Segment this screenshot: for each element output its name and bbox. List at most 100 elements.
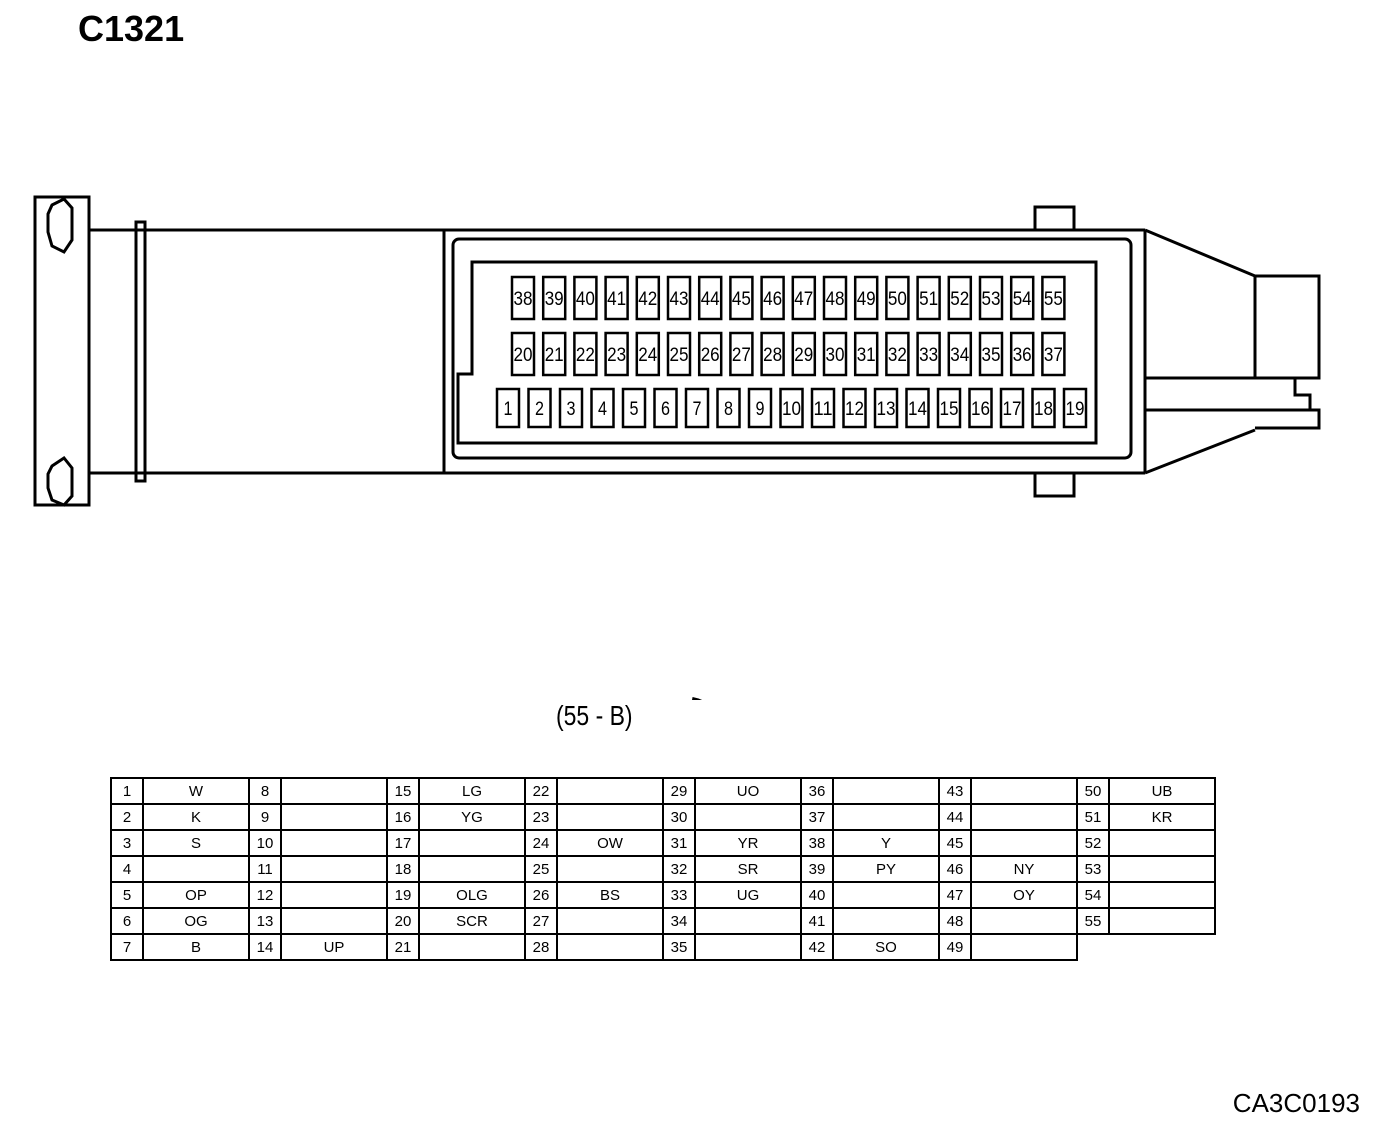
pin-box: [1041, 331, 1066, 377]
pin-49: 49: [853, 275, 879, 321]
wire-color-cell: [280, 855, 388, 883]
wire-color-cell: NY: [970, 855, 1078, 883]
pin-number: 39: [545, 289, 564, 310]
pin-35: 35: [978, 331, 1004, 377]
pin-number: 9: [756, 399, 765, 420]
pin-box: [760, 275, 785, 321]
pin-number: 38: [514, 289, 533, 310]
wire-color-cell: [832, 777, 940, 805]
wire-color-cell: [832, 803, 940, 831]
pin-box: [573, 331, 598, 377]
pin-box: [791, 275, 817, 321]
pin-42: 42: [635, 275, 661, 321]
pin-box: [853, 275, 879, 321]
pin-55: 55: [1041, 275, 1066, 321]
wire-color-cell: [418, 829, 526, 857]
pin-52: 52: [947, 275, 973, 321]
pin-box: [978, 275, 1004, 321]
pin-number-cell: 51: [1076, 803, 1110, 831]
pin-27: 27: [729, 331, 754, 377]
pin-14: 14: [905, 387, 930, 429]
pin-number: 18: [1034, 399, 1053, 420]
pin-number-cell: 20: [386, 907, 420, 935]
connector-title: C1321: [78, 8, 185, 49]
pin-number: 54: [1013, 289, 1032, 310]
pin-13: 13: [873, 387, 899, 429]
pin-number: 40: [576, 289, 595, 310]
pin-box: [729, 331, 754, 377]
pin-number-cell: 32: [662, 855, 696, 883]
pin-number-cell: 7: [110, 933, 144, 961]
pin-17: 17: [999, 387, 1025, 429]
pin-number-cell: 31: [662, 829, 696, 857]
wire-color-cell: [1108, 881, 1216, 909]
pin-number-cell: 54: [1076, 881, 1110, 909]
pin-number: 16: [971, 399, 990, 420]
pin-number: 44: [701, 289, 720, 310]
pin-box: [947, 331, 973, 377]
pin-box: [541, 331, 567, 377]
pin-number-cell: 21: [386, 933, 420, 961]
pin-39: 39: [541, 275, 567, 321]
pin-24: 24: [635, 331, 661, 377]
pin-box: [822, 275, 848, 321]
pin-4: 4: [590, 387, 615, 429]
pin-number-cell: 44: [938, 803, 972, 831]
wire-color-cell: [280, 829, 388, 857]
pin-number-cell: 2: [110, 803, 144, 831]
pin-37: 37: [1041, 331, 1066, 377]
wire-color-cell: Y: [832, 829, 940, 857]
pin-number-cell: 11: [248, 855, 282, 883]
pin-box: [729, 275, 754, 321]
pin-box: [779, 387, 804, 429]
pin-23: 23: [604, 331, 629, 377]
wire-color-cell: YG: [418, 803, 526, 831]
wire-color-cell: [970, 933, 1078, 961]
pin-box: [999, 387, 1025, 429]
pin-number: 37: [1044, 345, 1063, 366]
pin-number-cell: 14: [248, 933, 282, 961]
pin-number-cell: 12: [248, 881, 282, 909]
pin-11: 11: [810, 387, 836, 429]
pin-number-cell: 36: [800, 777, 834, 805]
pin-25: 25: [666, 331, 692, 377]
pin-box: [666, 331, 692, 377]
pin-box: [697, 275, 723, 321]
lock-tab-bottom: [1033, 473, 1076, 498]
pin-box: [604, 275, 629, 321]
connector-flange: [134, 220, 147, 483]
wire-color-cell: KR: [1108, 803, 1216, 831]
pin-number: 7: [693, 399, 702, 420]
pin-number-cell: 3: [110, 829, 144, 857]
pin-number: 45: [732, 289, 751, 310]
pin-number-cell: 35: [662, 933, 696, 961]
pin-number-cell: 22: [524, 777, 558, 805]
pin-number: 4: [598, 399, 607, 420]
pin-box: [635, 331, 661, 377]
pin-number-cell: 29: [662, 777, 696, 805]
wire-color-cell: [694, 933, 802, 961]
key-label: (55 - B): [556, 700, 633, 731]
pin-box: [495, 387, 521, 429]
pin-51: 51: [916, 275, 941, 321]
pin-number-cell: 46: [938, 855, 972, 883]
pin-38: 38: [510, 275, 536, 321]
wire-color-cell: OLG: [418, 881, 526, 909]
reference-code: CA3C0193: [1232, 1088, 1360, 1118]
pin-30: 30: [822, 331, 848, 377]
wire-color-cell: [832, 907, 940, 935]
pin-48: 48: [822, 275, 848, 321]
pin-box: [936, 387, 962, 429]
wire-color-cell: LG: [418, 777, 526, 805]
pin-number: 3: [567, 399, 576, 420]
pin-3: 3: [558, 387, 584, 429]
pin-box: [853, 331, 879, 377]
pin-number-cell: 15: [386, 777, 420, 805]
wire-color-cell: [556, 855, 664, 883]
pin-33: 33: [916, 331, 941, 377]
pin-number: 55: [1044, 289, 1063, 310]
